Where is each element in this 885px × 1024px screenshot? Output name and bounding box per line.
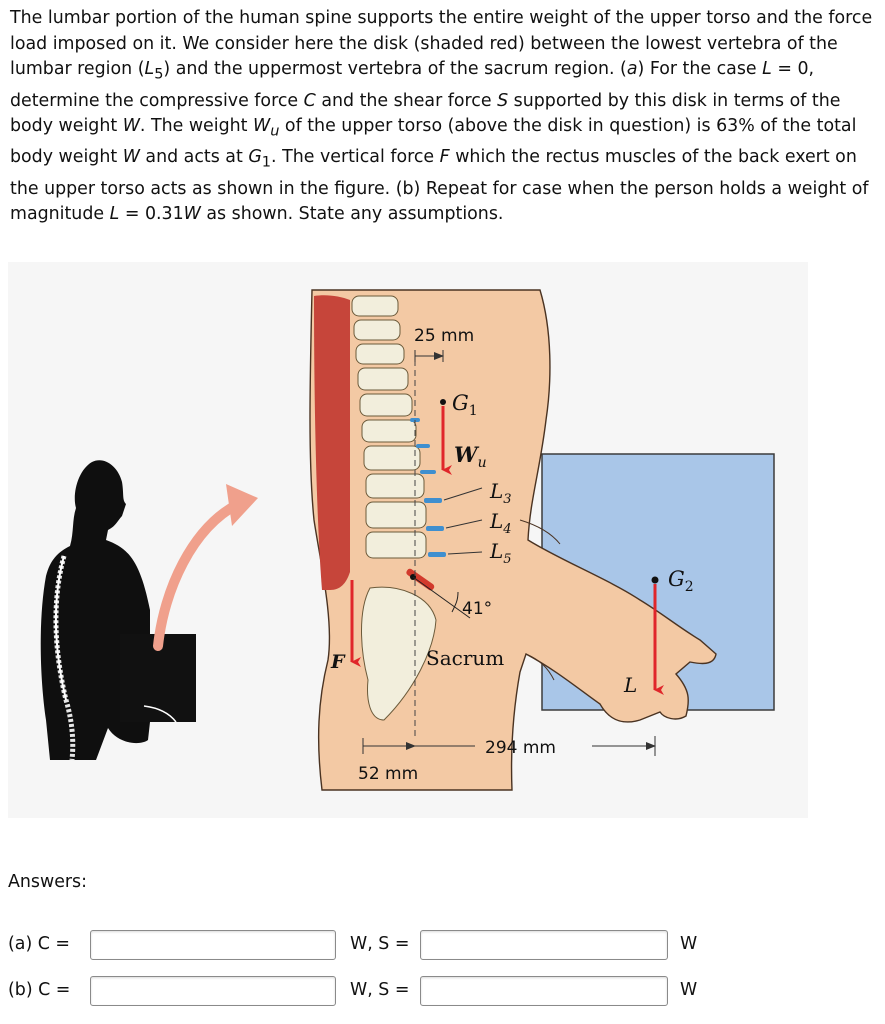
angle-label: 41° bbox=[462, 599, 492, 619]
answer-b-s-input[interactable] bbox=[420, 976, 668, 1006]
answer-a-c-input[interactable] bbox=[90, 930, 336, 960]
g1-point bbox=[440, 399, 446, 405]
l3-leader bbox=[443, 487, 483, 501]
answer-a-s-label: W, S = bbox=[350, 934, 410, 954]
l4-label: L4 bbox=[489, 509, 512, 537]
l3-label: L3 bbox=[489, 479, 512, 507]
g1-label: G1 bbox=[452, 391, 478, 419]
l5-label: L5 bbox=[489, 539, 512, 567]
answer-row-b: (b) C = W, S = W bbox=[8, 976, 878, 1008]
answer-b-c-input[interactable] bbox=[90, 976, 336, 1006]
dim-294-label: 294 mm bbox=[485, 738, 556, 758]
answer-b-s-label: W, S = bbox=[350, 980, 410, 1000]
spinal-disks bbox=[410, 418, 446, 557]
spine-figure: 25 mm G1 Wu L3 L4 L5 41° Sacrum F G2 L 2… bbox=[8, 262, 808, 818]
l4-leader bbox=[445, 519, 483, 529]
l5-leader bbox=[447, 551, 483, 555]
dim-25-label: 25 mm bbox=[414, 326, 474, 346]
g2-point bbox=[651, 576, 659, 584]
sacrum-label: Sacrum bbox=[426, 646, 504, 670]
f-label: F bbox=[330, 651, 346, 673]
curved-arrow bbox=[153, 499, 243, 651]
angle-arc bbox=[451, 591, 459, 613]
answer-a-c-label: (a) C = bbox=[8, 934, 70, 954]
answer-b-unit: W bbox=[680, 980, 698, 1000]
answer-row-a: (a) C = W, S = W bbox=[8, 930, 878, 962]
answer-b-c-label: (b) C = bbox=[8, 980, 71, 1000]
curved-arrow-head bbox=[226, 484, 258, 526]
wu-label: Wu bbox=[454, 442, 487, 471]
spine bbox=[351, 295, 437, 721]
answers-heading: Answers: bbox=[8, 872, 87, 892]
l-label: L bbox=[623, 673, 637, 697]
answer-a-s-input[interactable] bbox=[420, 930, 668, 960]
g2-label: G2 bbox=[668, 567, 694, 595]
dim-52-label: 52 mm bbox=[358, 764, 418, 784]
rectus-muscle bbox=[314, 295, 350, 590]
answer-a-unit: W bbox=[680, 934, 698, 954]
disk-plane-line bbox=[412, 576, 471, 619]
problem-statement: The lumbar portion of the human spine su… bbox=[10, 8, 873, 225]
